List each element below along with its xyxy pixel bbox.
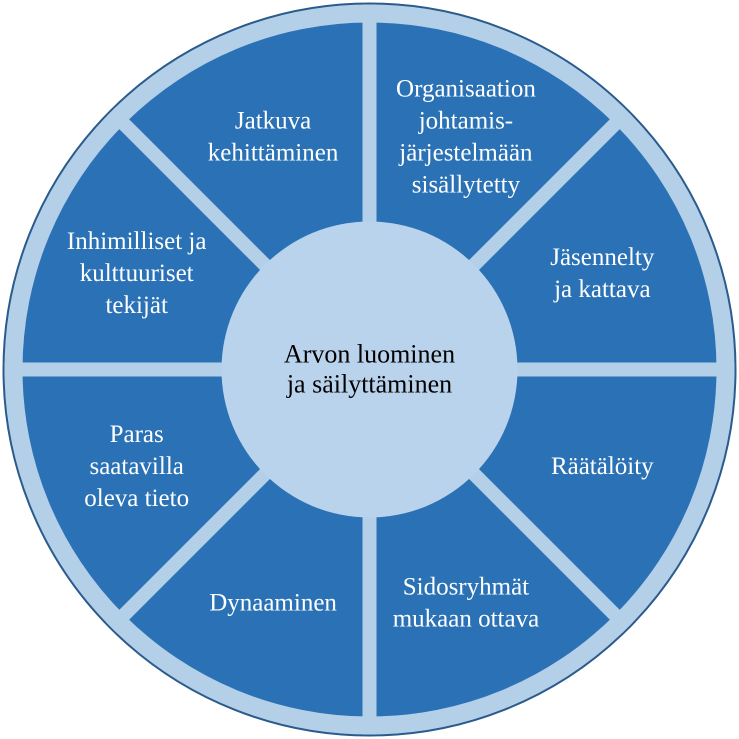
center-label-line: Arvon luominen bbox=[284, 340, 455, 369]
segment-label-line: Sidosryhmät bbox=[403, 573, 529, 600]
segment-label-line: ja kattava bbox=[553, 276, 650, 303]
segment-label: Dynaaminen bbox=[209, 589, 337, 616]
center-label-line: ja säilyttäminen bbox=[286, 370, 452, 399]
segment-label-line: mukaan ottava bbox=[393, 605, 539, 632]
segment-labels-group: Organisaation johtamis-järjestelmään sisäl… bbox=[67, 76, 655, 633]
segment-separator bbox=[106, 106, 273, 273]
segment-label-line: tekijät bbox=[105, 292, 168, 319]
segment-label-line: johtamis- bbox=[418, 108, 513, 135]
segment-label-line: saatavilla bbox=[89, 453, 183, 480]
segment-label: Inhimilliset ja kulttuuriset tekijät bbox=[67, 228, 207, 319]
segment-label-line: kulttuuriset bbox=[80, 260, 194, 287]
segment-label-line: Inhimilliset ja bbox=[67, 228, 207, 255]
segment-label: Sidosryhmät mukaan ottava bbox=[393, 573, 539, 632]
segment-separator bbox=[106, 466, 273, 633]
segment-label-line: Jäsennelty bbox=[550, 244, 655, 271]
center-hub bbox=[221, 221, 518, 518]
segment-label-line: oleva tieto bbox=[84, 485, 189, 512]
segment-label: Räätälöity bbox=[551, 453, 654, 480]
segment-label-line: Räätälöity bbox=[551, 453, 654, 480]
segment-label: Jatkuva kehittäminen bbox=[208, 108, 339, 167]
segment-label-line: sisällytetty bbox=[412, 172, 521, 199]
segment-separator bbox=[466, 466, 633, 633]
segment-label: Paras saatavilla oleva tieto bbox=[84, 421, 189, 512]
separators-group bbox=[4, 4, 735, 735]
segment-separator bbox=[466, 106, 633, 273]
segment-label-line: järjestelmään bbox=[398, 140, 533, 167]
segment-label: Organisaation johtamis-järjestelmään sisäl… bbox=[396, 76, 536, 199]
segment-label-line: kehittäminen bbox=[208, 140, 339, 167]
segment-label: Jäsennelty ja kattava bbox=[550, 244, 655, 303]
segment-label-line: Paras bbox=[110, 421, 164, 448]
segment-label-line: Jatkuva bbox=[235, 108, 311, 135]
segment-label-line: Dynaaminen bbox=[209, 589, 337, 616]
segment-label-line: Organisaation bbox=[396, 76, 536, 103]
